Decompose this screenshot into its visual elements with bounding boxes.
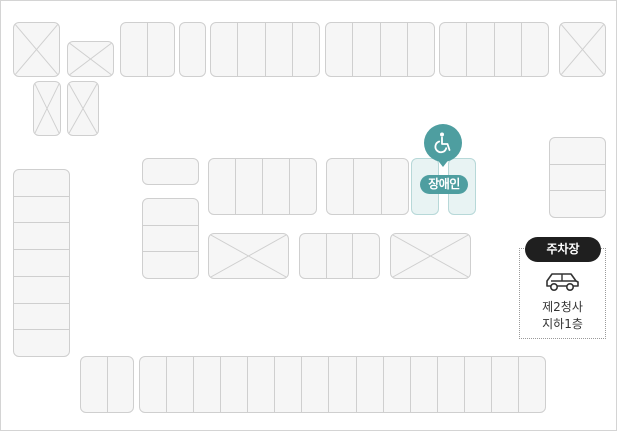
blocked-area [67, 41, 114, 77]
parking-block [142, 158, 199, 185]
blocked-area [67, 81, 99, 136]
parking-block [139, 356, 546, 413]
parking-block [13, 169, 70, 357]
parking-block [120, 22, 175, 77]
parking-block [179, 22, 206, 77]
blocked-area [13, 22, 60, 77]
blocked-area [208, 233, 289, 279]
parking-location-floor: 지하1층 [542, 317, 583, 331]
parking-block [549, 137, 606, 218]
parking-info-title: 주차장 [525, 237, 601, 262]
parking-block [439, 22, 549, 77]
parking-location-building: 제2청사 [542, 300, 583, 314]
parking-block [326, 158, 409, 215]
parking-block [325, 22, 435, 77]
accessible-parking-marker[interactable] [424, 124, 462, 167]
parking-block [208, 158, 317, 215]
wheelchair-icon [434, 132, 451, 154]
blocked-area [559, 22, 606, 77]
parking-block [299, 233, 380, 279]
parking-block [210, 22, 320, 77]
car-icon [546, 273, 579, 292]
parking-block [80, 356, 134, 413]
blocked-area [33, 81, 61, 136]
parking-info-panel [519, 248, 606, 339]
parking-block [142, 198, 199, 279]
accessible-parking-label: 장애인 [420, 175, 468, 194]
blocked-area [390, 233, 471, 279]
